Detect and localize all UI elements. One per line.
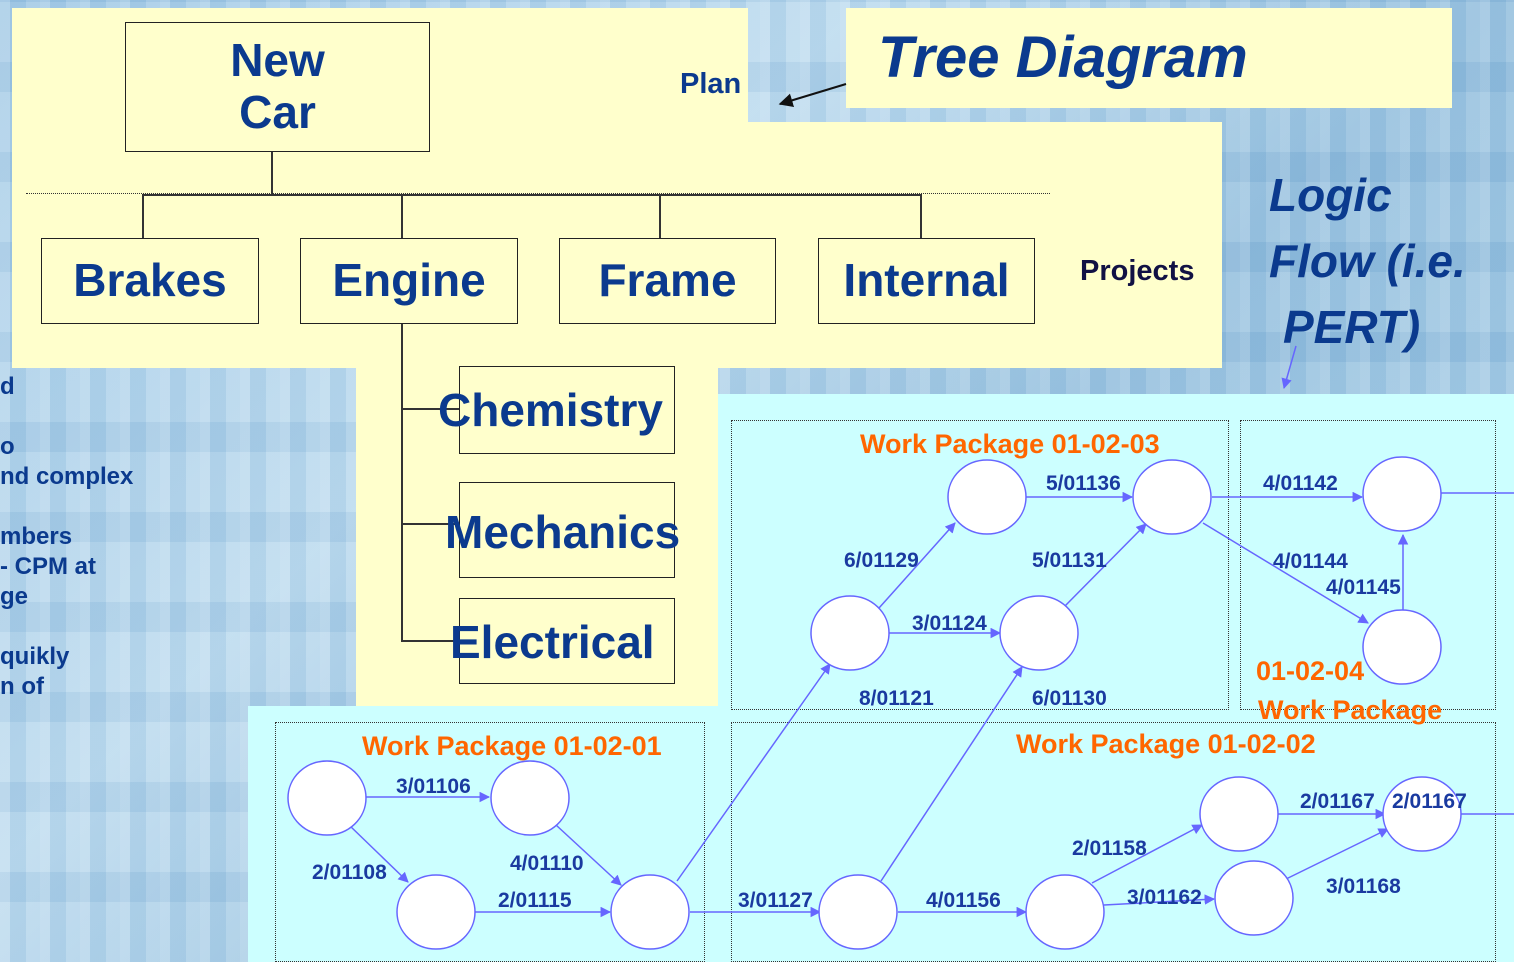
edge-arrow [1063,523,1147,608]
edge-label: 3/01124 [912,612,987,635]
pert-node [1025,874,1105,950]
edge-label: 6/01130 [1032,687,1107,710]
tree-diagram-title: Tree Diagram [878,25,1248,90]
connector [401,194,403,238]
edge-arrow [1091,824,1203,884]
edge-label: 2/01108 [312,861,387,884]
connector [142,194,921,196]
edge-label: 6/01129 [844,549,919,572]
project-internal: Internal [818,238,1035,324]
edge-arrow [348,824,409,883]
engine-mechanics-box [459,482,675,578]
edge-arrow [880,666,1023,882]
side-line: ge [0,583,29,610]
edge-label: 2/01167 [1300,790,1375,813]
edge-arrow [676,663,831,882]
edge-label: 4/01156 [926,889,1001,912]
title-pointer-arrow [778,83,847,108]
edge-arrow [555,824,622,886]
connector [271,152,273,194]
pert-node [1382,776,1462,852]
projects-label: Projects [1080,255,1195,287]
edge-label: 4/01144 [1273,550,1348,573]
wp4-frame [1240,420,1496,710]
wp3-frame [731,420,1229,710]
connector [401,324,403,641]
project-engine: Engine [300,238,518,324]
pert-node [610,874,690,950]
wp1-label: Work Package 01-02-01 [362,731,662,761]
side-line: n of [0,673,44,700]
engine-mechanics-label: Mechanics [445,506,681,558]
edge-label: 5/01136 [1046,472,1121,495]
wp2-label: Work Package 01-02-02 [1016,729,1316,759]
engine-chemistry-label: Chemistry [438,384,663,436]
connector [142,194,144,238]
logic-pointer-arrow [1281,345,1297,390]
connector [401,640,459,642]
logic-flow-title-3: PERT) [1283,301,1421,353]
level-separator [26,193,1050,194]
edge-label: 3/01106 [396,775,471,798]
root-line-2: Car [239,86,316,138]
wp4-label-2: Work Package [1258,695,1442,725]
edge-label: 2/01167 [1392,790,1467,813]
pert-node [947,459,1027,535]
wp3-label: Work Package 01-02-03 [860,429,1160,459]
pert-node [1132,459,1212,535]
logic-flow-title-2: Flow (i.e. [1269,235,1466,287]
edge-label: 5/01131 [1032,549,1107,572]
edge-arrow [1202,522,1369,624]
pert-node [490,760,570,836]
logic-flow-title-1: Logic [1269,169,1392,221]
connector [401,408,459,410]
pert-node [810,595,890,671]
root-line-1: New [230,34,325,87]
side-line: mbers [0,523,73,550]
edge-label: 3/01168 [1326,875,1401,898]
edge-arrow [878,522,956,609]
side-text: d o nd complex mbers - CPM at ge quikly … [0,372,133,702]
edge-label: 2/01158 [1072,837,1147,860]
wp4-label-1: 01-02-04 [1256,656,1364,686]
edge-label: 3/01162 [1127,886,1202,909]
edge-label: 8/01121 [859,687,934,710]
pert-node [818,874,898,950]
engine-electrical-label: Electrical [450,616,655,668]
side-line: o [0,433,15,460]
engine-electrical-box [459,598,675,684]
connector [920,194,922,238]
pert-node [1214,860,1294,936]
pert-node [1199,776,1279,852]
edge-label: 3/01127 [738,889,813,912]
pert-node [287,760,367,836]
title-panel [846,8,1452,108]
pert-node [396,874,476,950]
edge-label: 4/01142 [1263,472,1338,495]
project-brakes: Brakes [41,238,259,324]
edge-label: 4/01110 [510,852,584,875]
connector [659,194,661,238]
pert-node [1362,456,1442,532]
edge-label: 2/01115 [498,889,572,912]
edge-arrow [1103,894,1216,906]
edge-label: 4/01145 [1326,576,1401,599]
engine-chemistry-box [459,366,675,454]
side-line: - CPM at [0,553,96,580]
side-line: quikly [0,643,70,670]
edge-arrow [1281,828,1389,882]
project-frame: Frame [559,238,776,324]
pert-node [999,595,1079,671]
side-line: d [0,373,15,400]
side-line: nd complex [0,463,134,490]
pert-node [1362,609,1442,685]
plan-label: Plan [680,68,742,100]
connector [401,523,459,525]
